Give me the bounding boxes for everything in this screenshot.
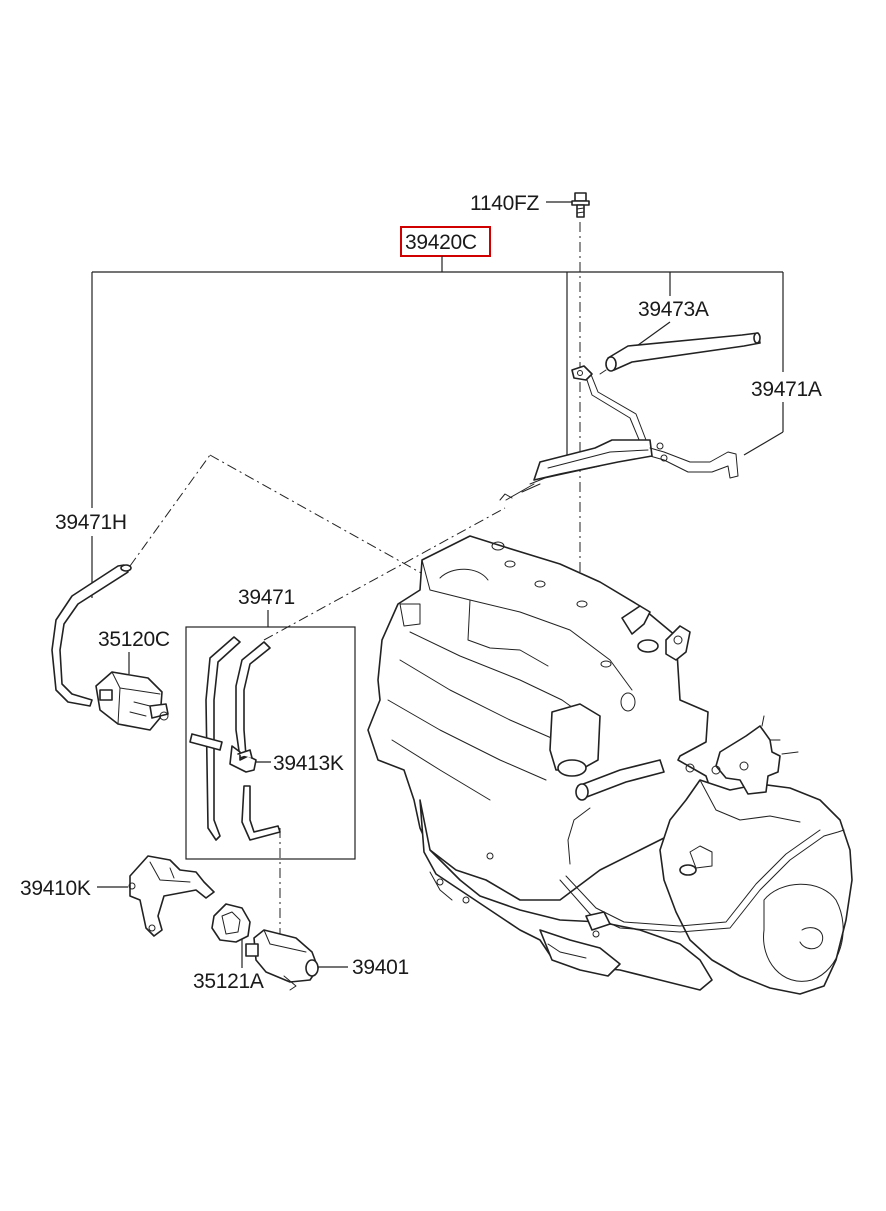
- insulator-35121a: [211, 903, 251, 943]
- label-39471h[interactable]: 39471H: [55, 511, 127, 534]
- label-39473a[interactable]: 39473A: [638, 298, 709, 321]
- highlight-box-39420c: [400, 226, 491, 257]
- engine-icon: [367, 535, 853, 995]
- label-39420c[interactable]: 39420C: [405, 231, 477, 254]
- leader-lines: [91, 201, 784, 968]
- label-35120c[interactable]: 35120C: [98, 628, 170, 651]
- label-39401[interactable]: 39401: [352, 956, 409, 979]
- bracket-icon: [128, 855, 215, 937]
- label-39471a[interactable]: 39471A: [751, 378, 822, 401]
- vacuum-line-assembly: [499, 365, 739, 501]
- hose-kit-box: [185, 626, 356, 860]
- purge-valve-39401: [245, 929, 319, 991]
- sensor-icon: [95, 671, 169, 731]
- assembly-lines: [129, 222, 581, 955]
- hose-icon: [605, 332, 761, 372]
- hose-kit-parts: [189, 636, 281, 841]
- label-39413k[interactable]: 39413K: [273, 752, 344, 775]
- bolt-icon: [571, 192, 590, 218]
- label-39410k[interactable]: 39410K: [20, 877, 91, 900]
- label-35121a[interactable]: 35121A: [193, 970, 264, 993]
- hose-39471h: [51, 564, 132, 707]
- label-39471[interactable]: 39471: [238, 586, 295, 609]
- label-1140fz[interactable]: 1140FZ: [470, 192, 540, 215]
